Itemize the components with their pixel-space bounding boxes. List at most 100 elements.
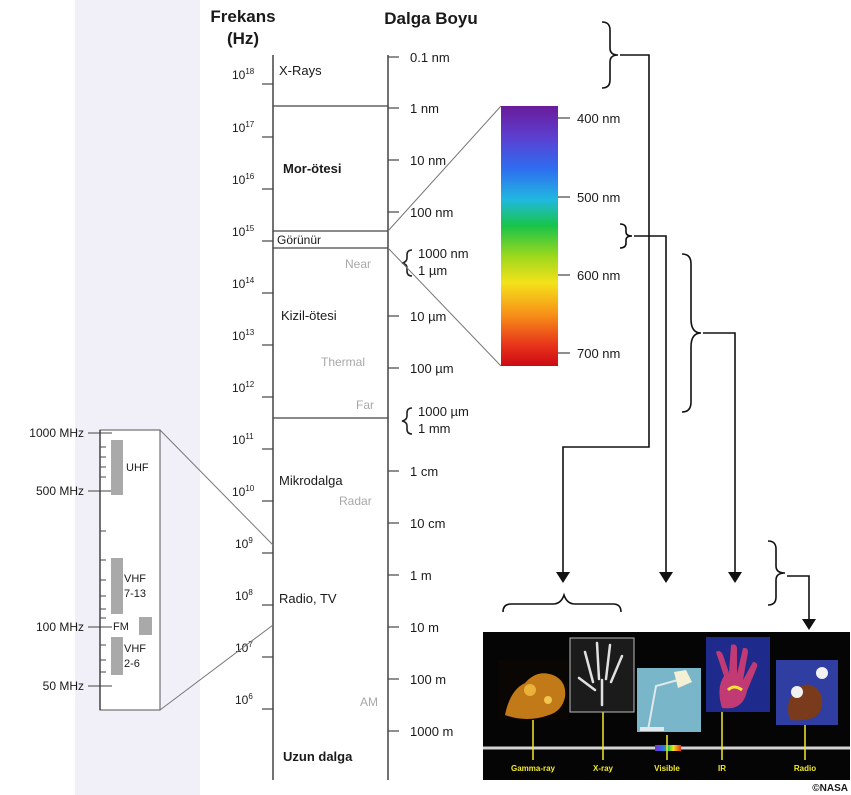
wave-label-1000m: 1000 m (410, 724, 453, 739)
caption-ir: IR (718, 764, 726, 773)
freq-label-17: 1017 (232, 120, 255, 135)
band-far: Far (356, 398, 374, 412)
visible-label-400: 400 nm (577, 111, 620, 126)
arrow-radio (787, 575, 810, 625)
wave-label-100m: 100 m (410, 672, 446, 687)
frequency-unit: (Hz) (227, 29, 259, 48)
band-labels: X-Rays Mor-ötesi Görünür Near Kizil-ötes… (277, 63, 378, 764)
connector-arrows (502, 21, 810, 625)
mhz-zoom-line-top (159, 429, 274, 546)
x-ray-image (569, 637, 635, 713)
visible-ticks (558, 117, 570, 354)
brace-radio (767, 540, 786, 606)
mhz-inset-box (99, 429, 161, 711)
arrow-visible (634, 235, 667, 575)
wave-label-10m: 10 m (410, 620, 439, 635)
band-vhf-high: VHF (124, 573, 146, 585)
brace-gamma (502, 592, 622, 613)
band-uhf: UHF (126, 462, 149, 474)
wave-label-1um: 1 µm (418, 263, 447, 278)
band-long-wave: Uzun dalga (283, 749, 353, 764)
wave-label-10cm: 10 cm (410, 516, 445, 531)
mhz-band-labels: UHF VHF 7-13 FM VHF 2-6 (113, 462, 149, 670)
visible-color-bar (501, 106, 558, 366)
mhz-label-50: 50 MHz (43, 679, 84, 693)
frequency-tick-labels: 1018 1017 1016 1015 1014 1013 1012 1011 … (232, 67, 255, 707)
photo-panel (483, 632, 850, 780)
mhz-zoom-line-bottom (159, 624, 274, 711)
wave-label-100um: 100 µm (410, 361, 454, 376)
wave-label-1nm: 1 nm (410, 101, 439, 116)
band-xrays: X-Rays (279, 63, 322, 78)
band-radio-tv: Radio, TV (279, 591, 337, 606)
freq-label-18: 1018 (232, 67, 255, 82)
freq-label-11: 1011 (232, 432, 254, 447)
brace-ir (681, 253, 702, 413)
freq-label-12: 1012 (232, 380, 255, 395)
band-fm: FM (113, 621, 129, 633)
wave-label-1mm: 1 mm (418, 421, 451, 436)
freq-label-14: 1014 (232, 276, 255, 291)
mhz-ticks (88, 432, 112, 687)
photo-captions: Gamma-ray X-ray Visible IR Radio (511, 764, 816, 773)
wavelength-tick-labels: 0.1 nm 1 nm 10 nm 100 nm 1000 nm 1 µm 10… (410, 50, 469, 739)
mhz-band-bars (111, 440, 152, 675)
freq-label-16: 1016 (232, 172, 255, 187)
band-thermal: Thermal (321, 355, 365, 369)
wave-label-10nm: 10 nm (410, 153, 446, 168)
band-near: Near (345, 257, 371, 271)
wave-label-1cm: 1 cm (410, 464, 438, 479)
band-vhf-high-channels: 7-13 (124, 588, 146, 600)
visible-label-600: 600 nm (577, 268, 620, 283)
visible-label-500: 500 nm (577, 190, 620, 205)
visible-tick-labels: 400 nm 500 nm 600 nm 700 nm (577, 111, 620, 361)
wave-label-10um: 10 µm (410, 309, 446, 324)
caption-xray: X-ray (593, 764, 614, 773)
wave-label-100nm: 100 nm (410, 205, 453, 220)
gamma-ray-image (498, 660, 568, 720)
brace-xray (601, 21, 619, 89)
band-vhf-low-channels: 2-6 (124, 658, 140, 670)
wave-label-01nm: 0.1 nm (410, 50, 450, 65)
visible-zoom-line-top (387, 105, 502, 232)
infrared-image (706, 637, 770, 712)
visible-zoom-line-bottom (387, 247, 502, 367)
visible-image (637, 668, 701, 732)
visible-label-700: 700 nm (577, 346, 620, 361)
band-vhf-low: VHF (124, 643, 146, 655)
brace-far-ir (401, 407, 413, 435)
wave-label-1000um: 1000 µm (418, 404, 469, 419)
nasa-credit: ©NASA (812, 783, 848, 794)
caption-visible: Visible (654, 764, 680, 773)
freq-label-9: 109 (235, 536, 253, 551)
caption-radio: Radio (794, 764, 816, 773)
caption-gamma: Gamma-ray (511, 764, 556, 773)
freq-label-10: 1010 (232, 484, 255, 499)
band-uv: Mor-ötesi (283, 161, 342, 176)
band-am: AM (360, 695, 378, 709)
frequency-ticks (262, 83, 273, 710)
arrow-gamma (562, 54, 650, 575)
arrow-ir (703, 332, 736, 575)
brace-visible (619, 223, 633, 249)
freq-label-6: 106 (235, 692, 253, 707)
band-ir: Kizil-ötesi (281, 308, 337, 323)
band-microwave: Mikrodalga (279, 473, 343, 488)
mhz-tick-labels: 1000 MHz 500 MHz 100 MHz 50 MHz (29, 426, 84, 693)
band-visible: Görünür (277, 233, 321, 247)
arrow-heads (556, 572, 816, 630)
wave-label-1000nm: 1000 nm (418, 246, 469, 261)
freq-label-13: 1013 (232, 328, 255, 343)
mhz-label-500: 500 MHz (36, 484, 84, 498)
wavelength-header: Dalga Boyu (384, 9, 478, 28)
frequency-header: Frekans (210, 7, 275, 26)
freq-label-15: 1015 (232, 224, 255, 239)
wave-label-1m: 1 m (410, 568, 432, 583)
mhz-label-1000: 1000 MHz (29, 426, 84, 440)
freq-label-8: 108 (235, 588, 253, 603)
wavelength-ticks (388, 56, 399, 732)
radio-image (776, 660, 838, 725)
band-radar: Radar (339, 494, 372, 508)
